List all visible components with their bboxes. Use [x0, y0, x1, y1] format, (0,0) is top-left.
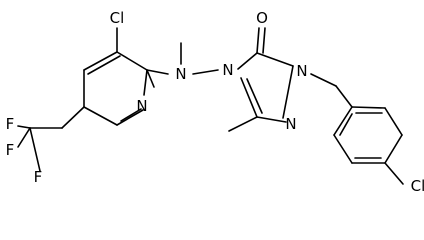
- chemical-structure-diagram: Cl N N O N N N F F F Cl: [6, 9, 424, 195]
- atom-cl-benzyl: Cl: [411, 177, 424, 195]
- bond-line: [237, 52, 258, 70]
- bond-line: [384, 134, 403, 164]
- bond-line: [29, 127, 41, 172]
- bond-line: [116, 51, 148, 71]
- atom-o-carbonyl: O: [256, 9, 268, 27]
- bond-line: [143, 69, 148, 96]
- bond-line: [228, 116, 258, 132]
- bond-line: [83, 106, 118, 126]
- atom-n2-triazole: N: [285, 115, 296, 133]
- atom-f-bottom: F: [34, 168, 43, 186]
- bond-line: [282, 65, 294, 119]
- atom-cl-pyridine: Cl: [110, 9, 125, 27]
- bond-line: [256, 27, 260, 54]
- bond-line: [120, 108, 142, 122]
- atom-labels: Cl N N O N N N F F F Cl: [6, 9, 424, 195]
- atom-f-left: F: [6, 141, 15, 159]
- bond-line: [192, 69, 219, 75]
- bond-line: [339, 113, 353, 136]
- bond-line: [310, 73, 337, 87]
- bond-line: [256, 116, 287, 123]
- atom-n1-triazole: N: [296, 62, 307, 80]
- bond-line: [351, 106, 386, 109]
- bond-line: [384, 162, 404, 185]
- bond-line: [240, 77, 258, 118]
- bond-line: [384, 107, 403, 136]
- atom-n-methylamino: N: [175, 65, 186, 83]
- bond-line: [17, 127, 31, 148]
- bond-line: [83, 51, 118, 71]
- atom-n-pyridine: N: [136, 97, 147, 115]
- bond-line: [17, 125, 31, 129]
- bond-line: [61, 106, 85, 129]
- bond-line: [333, 134, 353, 164]
- bond-line: [146, 69, 155, 88]
- bond-line: [87, 55, 121, 75]
- bond-line: [256, 52, 294, 67]
- bond-line: [146, 69, 169, 75]
- bond-line: [262, 27, 266, 54]
- bond-lines: [17, 27, 404, 185]
- atom-f-top: F: [6, 115, 15, 133]
- bond-line: [116, 109, 144, 126]
- bond-line: [333, 106, 353, 136]
- bond-line: [246, 78, 263, 114]
- bond-line: [335, 85, 353, 108]
- atom-n4-triazole: N: [222, 61, 233, 79]
